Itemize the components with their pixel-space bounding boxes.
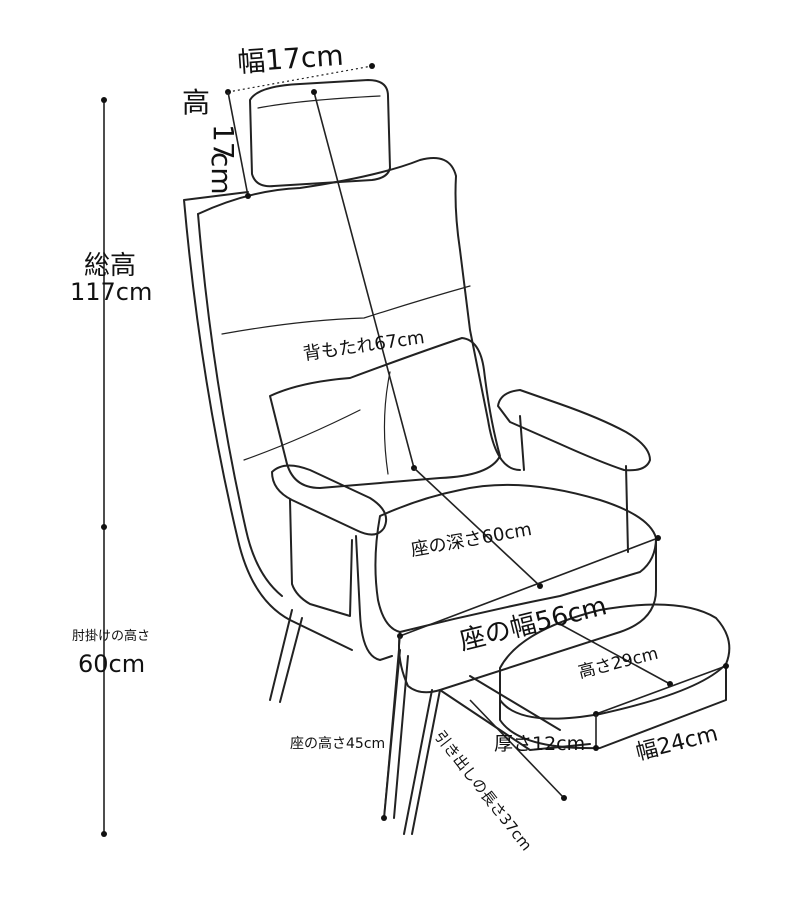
headrest-height-line <box>227 91 249 197</box>
seat-height-line <box>383 635 401 819</box>
armrest-height-title: 肘掛けの高さ <box>72 628 150 644</box>
backrest-label: 背もたれ67cm <box>302 327 426 365</box>
back-cushion-seam-mid <box>243 409 361 461</box>
footrest-rail <box>439 675 591 751</box>
back-shell-inner <box>197 213 283 597</box>
seat-width-line <box>399 537 659 637</box>
footrest-cushion <box>499 603 731 720</box>
armrest-height-value: 60cm <box>78 650 145 678</box>
side-pocket <box>289 499 353 617</box>
front-leg-right <box>403 689 441 835</box>
total-height-title: 総高 <box>84 251 136 281</box>
chair-illustration <box>183 79 731 835</box>
seat-height-label: 座の高さ45cm <box>290 735 385 752</box>
dimension-lines <box>101 63 729 837</box>
footrest-width-line <box>595 665 727 715</box>
headrest-height-label-2: 17 <box>207 124 240 160</box>
headrest-width-line <box>227 65 373 93</box>
footrest-width-label: 幅24cm <box>633 721 720 765</box>
headrest-seam <box>257 95 381 109</box>
lumbar-pillow <box>269 337 501 489</box>
headrest-height-label-1: 高 <box>182 86 210 119</box>
headrest-height-label-3: cm <box>205 152 238 195</box>
pullout-length-line <box>469 699 565 799</box>
seat-cushion <box>374 483 657 633</box>
seat-depth-line <box>413 467 541 587</box>
footrest-height-label: 高さ29cm <box>576 644 660 683</box>
headrest-width-label: 幅17cm <box>236 39 344 79</box>
lumbar-pillow-seam <box>383 371 391 475</box>
footrest-base <box>499 663 727 750</box>
dimension-labels: 幅17cm 高 17 cm 総高 117cm 背もたれ67cm 座の深さ60cm… <box>70 39 721 855</box>
armrest-left-frame <box>355 535 393 661</box>
armrest-right-frame <box>519 415 629 553</box>
footrest-thickness-label: 厚さ12cm <box>494 733 585 755</box>
total-height-value: 117cm <box>70 278 152 306</box>
back-cushion <box>197 157 521 471</box>
back-leg <box>269 609 303 703</box>
back-shell <box>183 191 353 651</box>
headrest <box>249 79 391 188</box>
seat-cushion-front <box>398 539 657 694</box>
footrest-height-line <box>555 621 671 685</box>
armrest-left <box>271 464 388 536</box>
armrest-right <box>497 389 651 472</box>
backrest-line <box>313 91 415 469</box>
seat-depth-label: 座の深さ60cm <box>409 519 533 561</box>
back-cushion-seam-top <box>221 285 471 335</box>
